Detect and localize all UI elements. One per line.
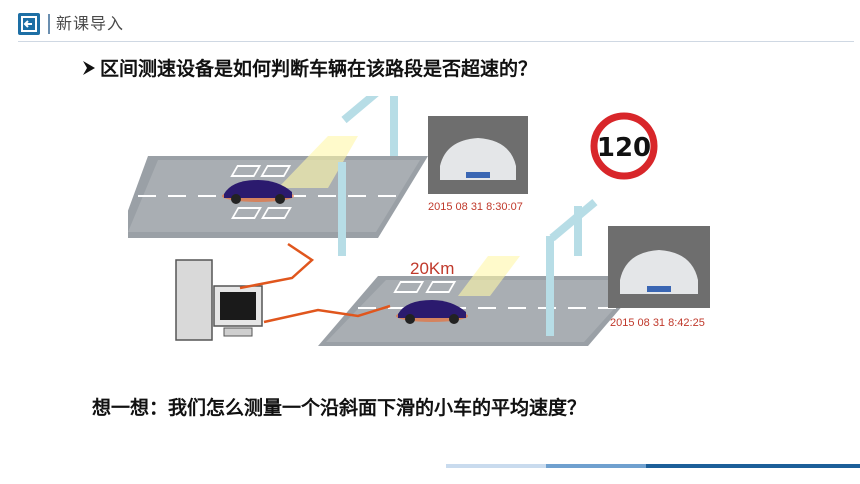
speed-limit-sign: 120 <box>590 112 658 180</box>
footer-bar-mid <box>546 464 646 468</box>
header-divider <box>18 41 854 42</box>
header-separator <box>48 14 50 34</box>
camera-photo-upper <box>428 116 528 194</box>
question-text: 区间测速设备是如何判断车辆在该路段是否超速的？ <box>100 58 538 80</box>
footer-bar-dark <box>646 464 860 468</box>
back-arrow-icon[interactable] <box>18 13 40 35</box>
section-title: 新课导入 <box>56 14 125 33</box>
prompt-line: 想一想：我们怎么测量一个沿斜面下滑的小车的平均速度？ <box>92 397 587 419</box>
signal-wire-upper <box>239 242 315 290</box>
footer-bar-light <box>446 464 546 468</box>
timestamp-upper: 2015 08 31 8:30:07 <box>428 201 523 213</box>
camera-photo-lower <box>608 226 710 308</box>
question-line: 区间测速设备是如何判断车辆在该路段是否超速的？ <box>80 54 537 84</box>
lower-road <box>318 256 648 346</box>
speed-limit-value: 120 <box>597 133 651 163</box>
timestamp-lower: 2015 08 31 8:42:25 <box>610 317 705 329</box>
signal-wire-lower <box>263 304 391 324</box>
triangle-bullet-icon <box>83 61 95 75</box>
camera-pole-lower <box>546 198 598 336</box>
computer-icon <box>175 259 263 341</box>
distance-label: 20Km <box>410 259 454 278</box>
header: 新课导入 <box>0 0 860 44</box>
speed-camera-illustration: 2015 08 31 8:30:07 120 <box>118 78 720 346</box>
car-lower-icon <box>396 300 468 324</box>
car-upper-icon <box>222 180 294 204</box>
